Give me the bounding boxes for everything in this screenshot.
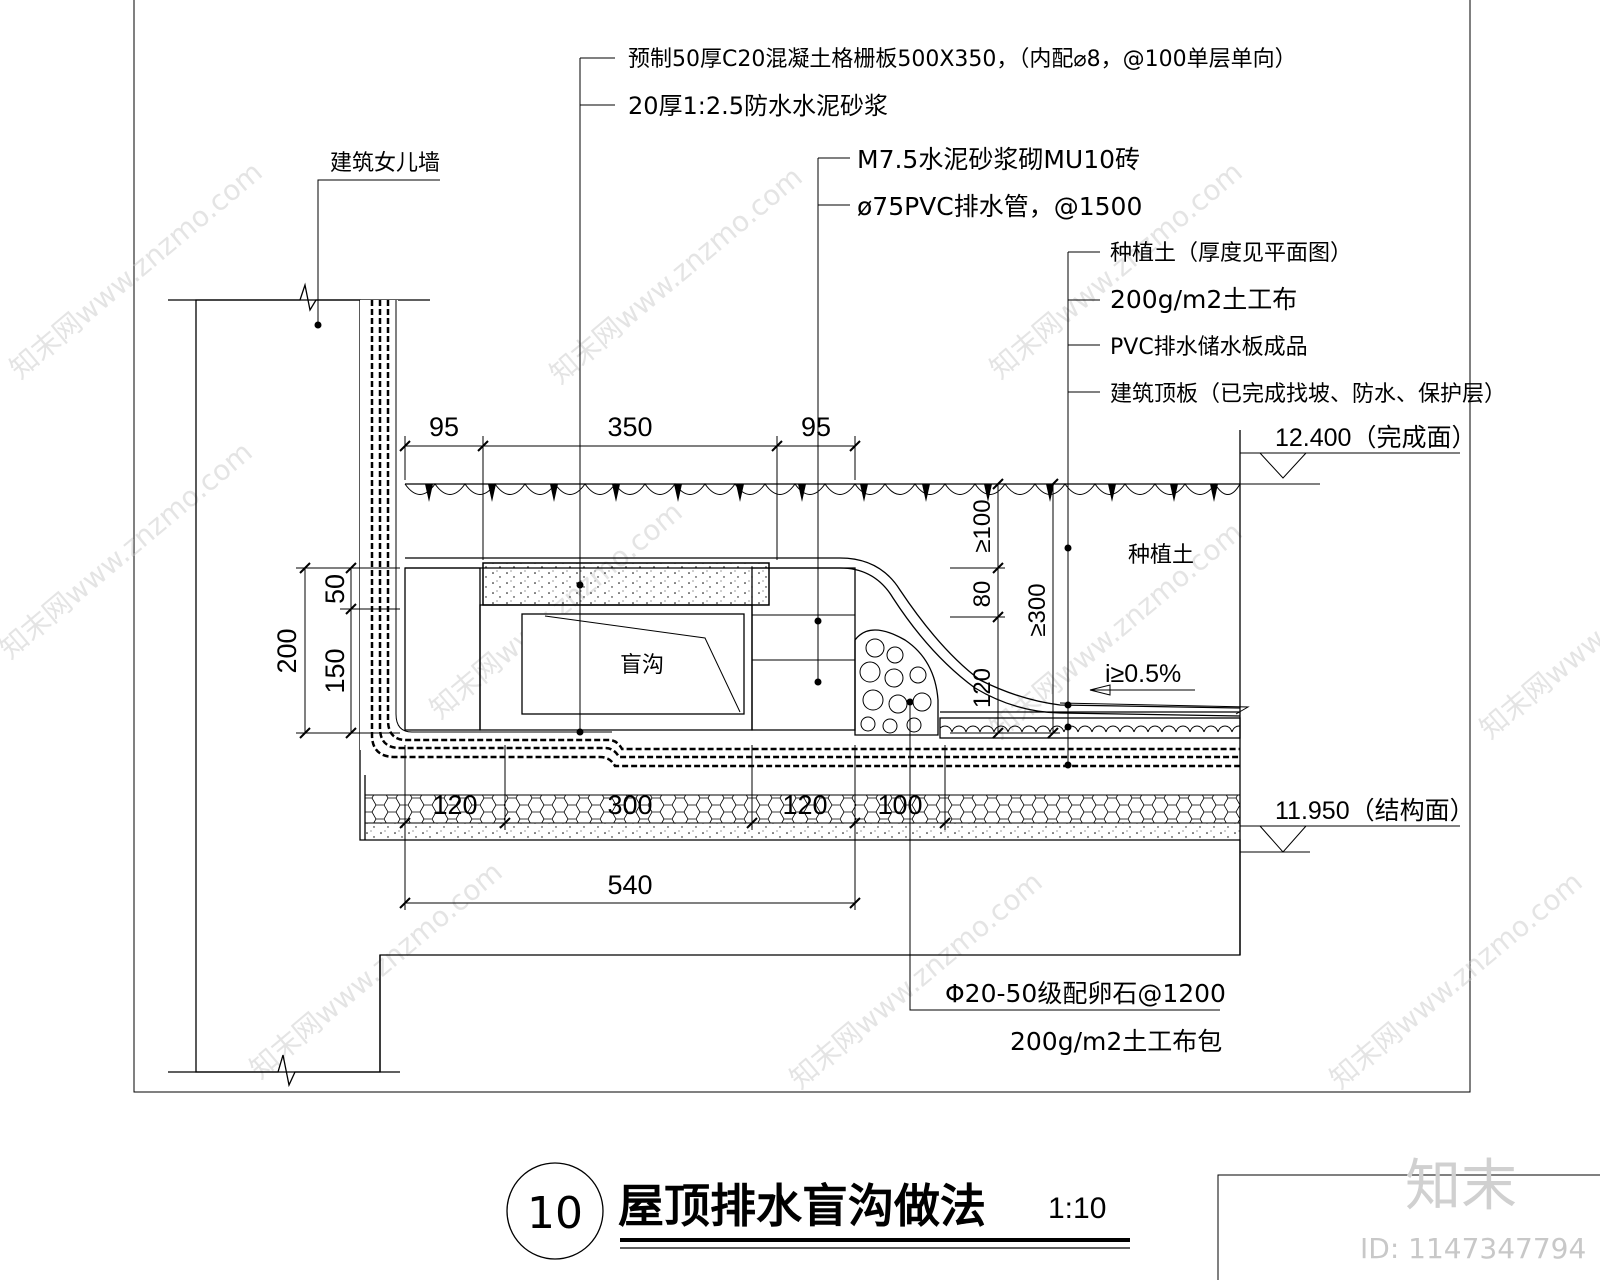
dim-ge100: ≥100 [969,499,996,552]
drawing-frame [133,0,1471,1093]
svg-text:知末网www.znzmo.com: 知末网www.znzmo.com [0,435,259,665]
elevation-finish-label: 12.400（完成面） [1275,424,1476,452]
brand-logo: 知末 [1405,1154,1517,1219]
grating-board [482,562,770,606]
pebble-bag [854,629,939,736]
callout-drainboard: PVC排水储水板成品 [1110,335,1308,360]
cover-layer [405,557,1241,709]
dim-120-bottom-right: 120 [782,790,827,820]
brick-joints [752,614,855,661]
bottom-dimensions [399,745,951,910]
dim-200: 200 [272,628,302,673]
svg-text:知末网www.znzmo.com: 知末网www.znzmo.com [1323,865,1588,1095]
svg-text:知末网www.znzmo.com: 知末网www.znzmo.com [3,155,268,385]
blind-ditch-label: 盲沟 [620,653,664,678]
dim-100: 100 [877,790,922,820]
cover-layer-inner [405,567,1241,717]
ditch-pipe-line [544,615,741,713]
dim-120: 120 [969,668,996,708]
dim-350: 350 [607,412,652,442]
dim-150: 150 [320,648,350,693]
dim-300: 300 [607,790,652,820]
elevation-mark-structure [1240,825,1460,853]
title-box-corner [1217,1174,1600,1280]
callout-brick: M7.5水泥砂浆砌MU10砖 [857,145,1140,174]
wall-waterproof-layer [360,300,1240,768]
planting-soil-label: 种植土 [1128,543,1194,568]
title-text: 屋顶排水盲沟做法 [618,1179,986,1233]
callout-parapet: 建筑女儿墙 [330,151,440,176]
callout-pebble: Φ20-50级配卵石@1200 [945,979,1226,1008]
slope-label: i≥0.5% [1105,660,1181,688]
left-dimensions [296,562,400,739]
callout-soil: 种植土（厚度见平面图） [1110,241,1352,266]
svg-text:知末网www.znzmo.com: 知末网www.znzmo.com [543,160,808,390]
callout-pipe: ø75PVC排水管，@1500 [857,192,1142,221]
drain-direction [1059,702,1250,715]
callout-mortar: 20厚1:2.5防水水泥砂浆 [628,92,888,120]
dim-95-right: 95 [801,412,831,442]
mortar-layer [364,822,1241,841]
dim-50: 50 [320,574,350,604]
dim-120-bottom-left: 120 [432,790,477,820]
parapet-break-top [168,282,430,312]
ditch-cavity [521,613,745,715]
soil-surface [404,483,1241,502]
leaders [314,57,1220,1011]
parapet-break-bottom [168,1054,400,1088]
title-number: 10 [527,1188,583,1239]
slope-arrow [1089,684,1195,696]
callout-roofslab: 建筑顶板（已完成找坡、防水、保护层） [1110,382,1506,407]
watermark-group: 知末网www.znzmo.com 知末网www.znzmo.com 知末网www… [0,155,1600,1095]
right-dimensions [950,478,1060,739]
callout-pebble-wrap: 200g/m2土工布包 [1010,1027,1222,1056]
callout-grating: 预制50厚C20混凝土格栅板500X350，（内配⌀8，@100单层单向） [628,47,1297,72]
dim-ge300: ≥300 [1024,583,1051,636]
dim-540: 540 [607,870,652,900]
callout-geotextile: 200g/m2土工布 [1110,285,1297,314]
svg-text:知末网www.znzmo.com: 知末网www.znzmo.com [1473,515,1600,745]
title-number-circle [506,1162,604,1260]
elevation-structure-label: 11.950（结构面） [1275,797,1475,825]
brand-id: ID: 1147347794 [1360,1232,1586,1265]
svg-text:知末网www.znzmo.com: 知末网www.znzmo.com [243,855,508,1085]
dim-95-left: 95 [429,412,459,442]
dim-80: 80 [969,581,996,608]
title-scale: 1:10 [1048,1192,1106,1225]
elevation-mark-finish [1240,452,1460,485]
drain-board [939,717,1241,739]
top-dimensions [399,436,861,560]
